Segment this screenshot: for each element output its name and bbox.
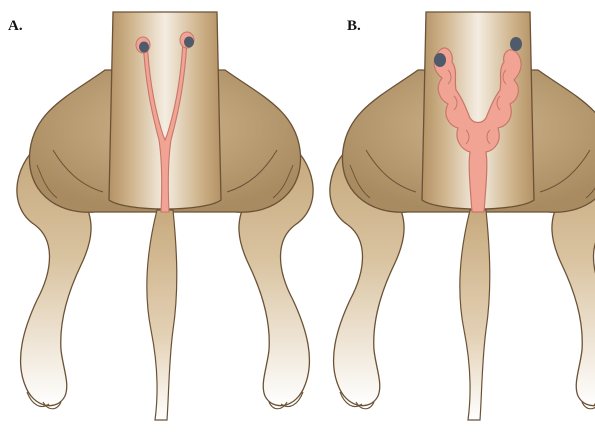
- right-ovary: [510, 37, 522, 51]
- panel-b-dog: [330, 12, 595, 420]
- right-ovary: [184, 37, 194, 48]
- left-ovary: [434, 53, 446, 67]
- panel-a-dog: [17, 12, 313, 420]
- left-ovary: [139, 42, 149, 53]
